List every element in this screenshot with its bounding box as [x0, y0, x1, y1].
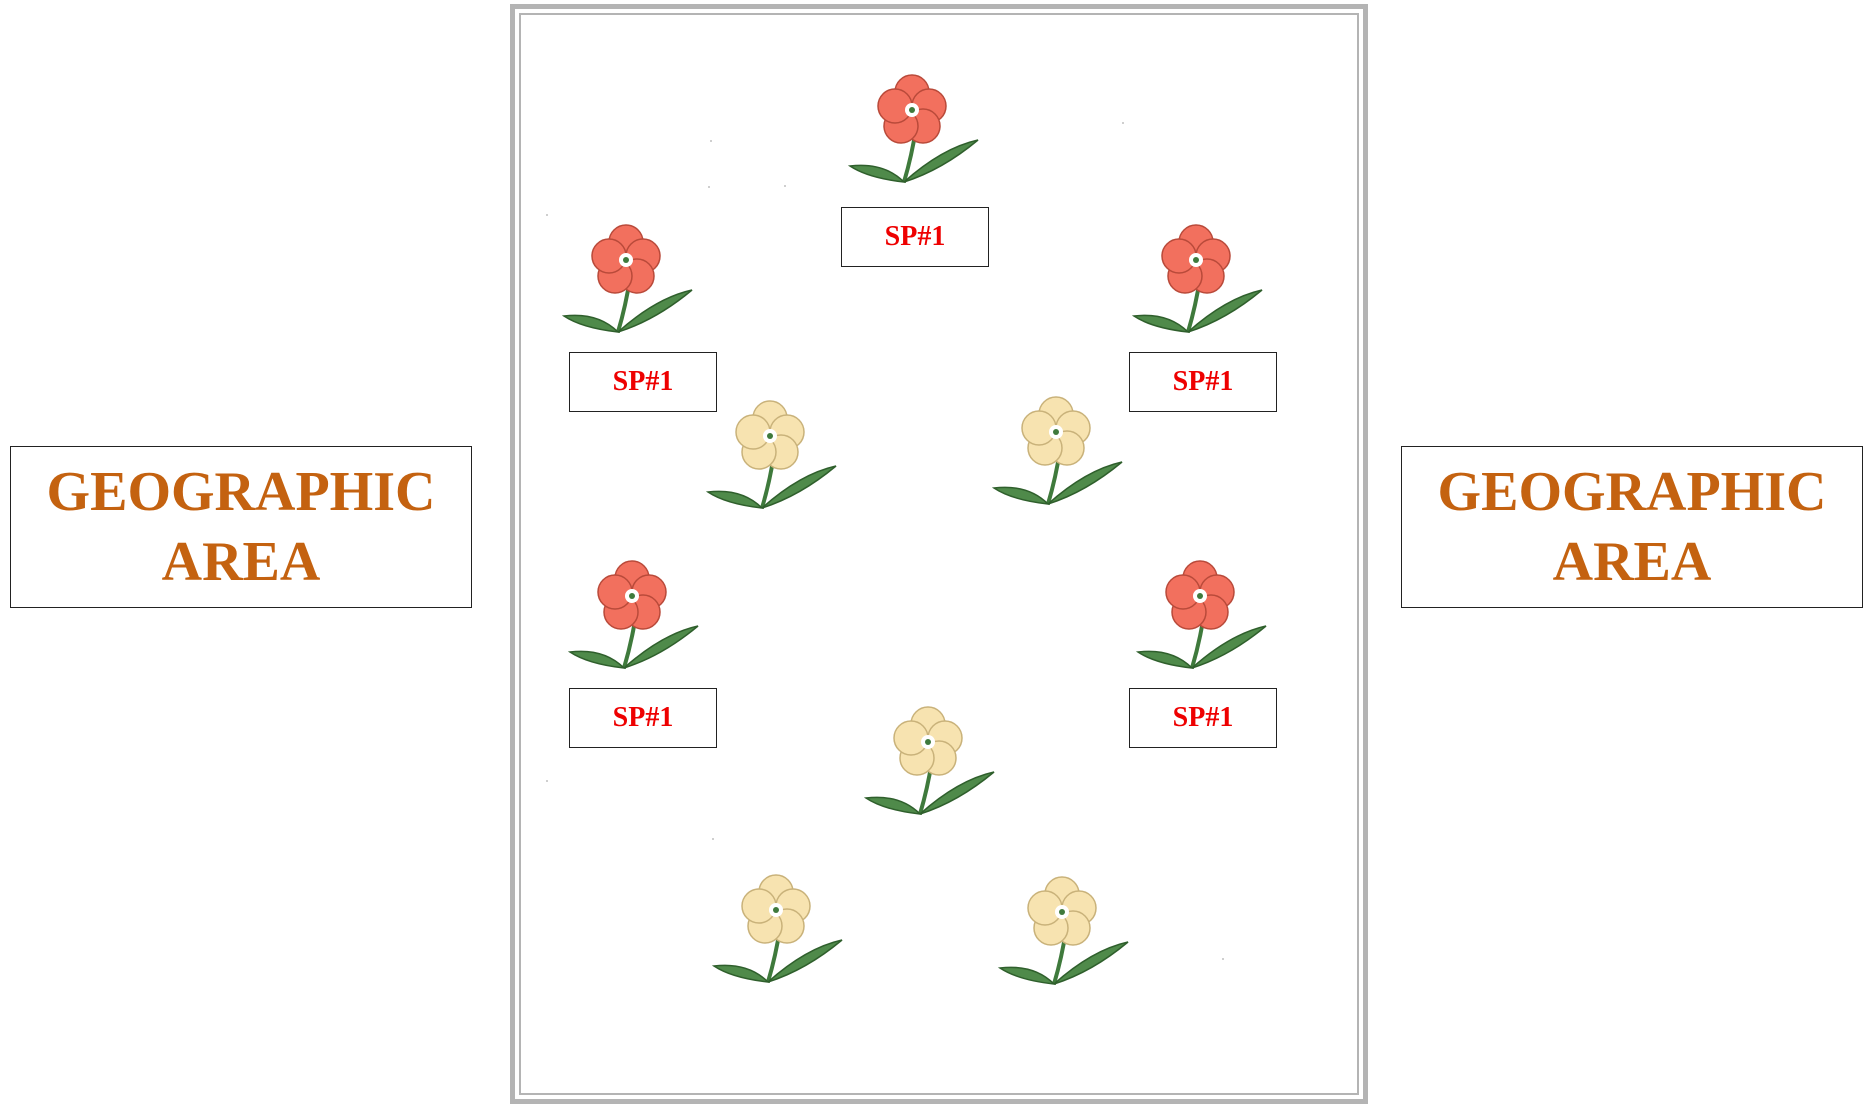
cream-flower-icon — [862, 702, 1002, 822]
cream-flower-icon — [704, 396, 844, 516]
habitat-frame — [510, 4, 1368, 1104]
cream-flower-icon — [996, 872, 1136, 992]
geographic-area-line2: AREA — [161, 531, 321, 593]
species-label-text: SP#1 — [884, 221, 946, 252]
geographic-area-line1: GEOGRAPHIC — [1437, 461, 1827, 523]
species-label-text: SP#1 — [612, 702, 674, 733]
geographic-area-label-left: GEOGRAPHIC AREA — [10, 446, 472, 608]
red-flower-icon — [566, 556, 706, 676]
species-label-text: SP#1 — [612, 366, 674, 397]
speck — [784, 185, 786, 187]
red-flower-icon — [1130, 220, 1270, 340]
species-label-text: SP#1 — [1172, 366, 1234, 397]
speck — [708, 186, 710, 188]
cream-flower-icon — [710, 870, 850, 990]
cream-flower-icon — [990, 392, 1130, 512]
habitat-frame-inner-border — [519, 13, 1359, 1095]
red-flower-icon — [560, 220, 700, 340]
speck — [712, 838, 714, 840]
speck — [546, 780, 548, 782]
speck — [710, 140, 712, 142]
species-label-upper-left: SP#1 — [569, 352, 717, 412]
species-label-lower-right: SP#1 — [1129, 688, 1277, 748]
species-label-text: SP#1 — [1172, 702, 1234, 733]
geographic-area-line1: GEOGRAPHIC — [46, 461, 436, 523]
species-label-upper-right: SP#1 — [1129, 352, 1277, 412]
speck — [546, 214, 548, 216]
speck — [1122, 122, 1124, 124]
species-label-lower-left: SP#1 — [569, 688, 717, 748]
geographic-area-line2: AREA — [1552, 531, 1712, 593]
red-flower-icon — [846, 70, 986, 190]
red-flower-icon — [1134, 556, 1274, 676]
speck — [1222, 958, 1224, 960]
geographic-area-label-right: GEOGRAPHIC AREA — [1401, 446, 1863, 608]
species-label-top: SP#1 — [841, 207, 989, 267]
